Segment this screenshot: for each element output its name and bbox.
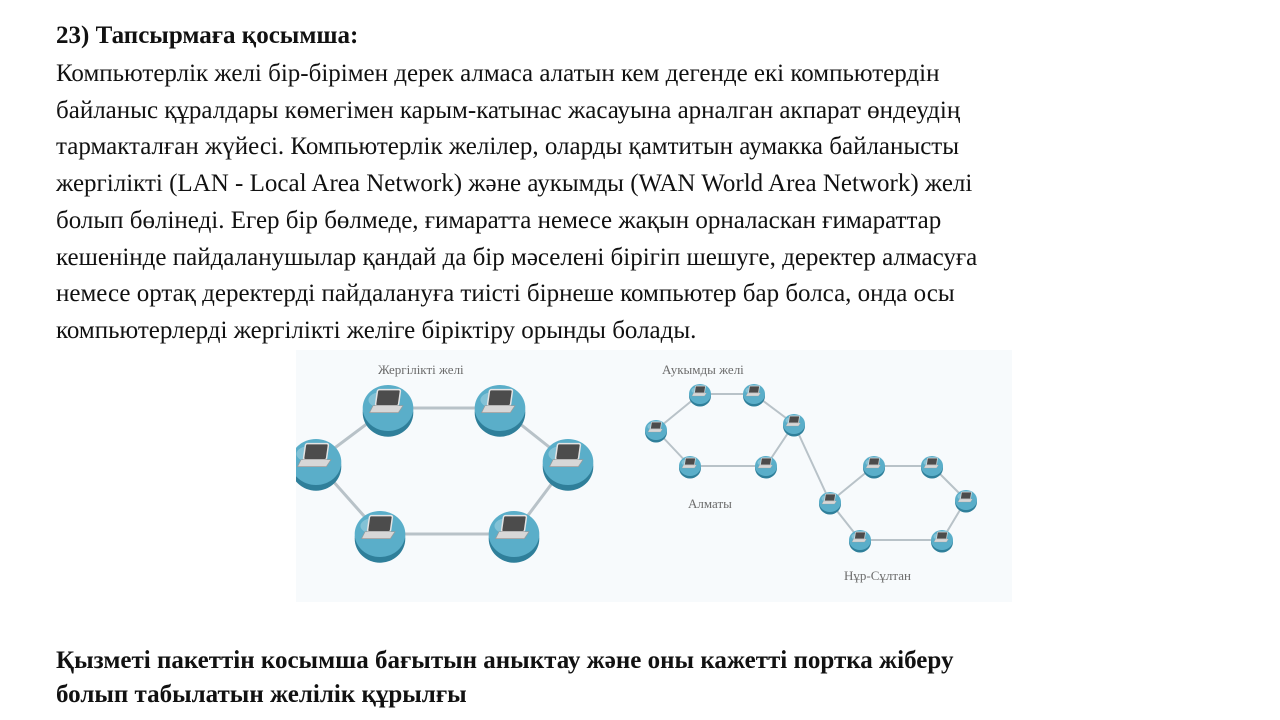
wan-computer-icon	[819, 492, 841, 515]
wan-computer-icon	[645, 420, 667, 443]
paragraph-line: байланыс құралдары көмегімен карым-катын…	[56, 96, 961, 124]
lan-label: Жергілікті желі	[378, 362, 464, 377]
paragraph-line: Компьютерлік желі бір-бірімен дерек алма…	[56, 60, 940, 87]
figure-background	[296, 350, 1012, 602]
paragraph-line: болып бөлінеді. Егер бір бөлмеде, ғимара…	[56, 206, 942, 234]
wan-computer-icon	[755, 456, 777, 479]
lan-computer-icon	[362, 385, 414, 437]
city-label-almaty: Алматы	[688, 496, 732, 511]
wan-label: Аукымды желі	[662, 362, 744, 377]
wan-computer-icon	[689, 384, 711, 407]
wan-computer-icon	[679, 456, 701, 479]
lan-computer-icon	[542, 439, 594, 491]
paragraph-line: кешенінде пайдаланушылар қандай да бір м…	[56, 243, 978, 271]
network-diagram-figure: Жергілікті желі Аукымды желі Алматы Нұр-…	[296, 350, 1012, 602]
question-line: Қызметі пакеттін косымша бағытын аныктау…	[56, 647, 954, 674]
lan-computer-icon	[474, 385, 526, 437]
network-nodes	[296, 384, 977, 563]
city-label-nur-sultan: Нұр-Сұлтан	[844, 568, 911, 583]
wan-computer-icon	[783, 414, 805, 437]
paragraph-line: тармакталған жүйесі. Компьютерлік желіле…	[56, 133, 960, 161]
inter-city-link	[793, 423, 831, 503]
paragraph-line: немесе ортақ деректерді пайдалануға тиіс…	[56, 280, 955, 308]
question-text: Қызметі пакеттін косымша бағытын аныктау…	[56, 644, 1236, 712]
lan-computer-icon	[488, 511, 540, 563]
task-heading: 23) Тапсырмаға қосымша:	[56, 22, 359, 49]
question-line: болып табылатын желілік құрылғы	[56, 681, 467, 708]
paragraph-line: жергілікті (LAN - Local Area Network) жә…	[56, 170, 973, 198]
wan-computer-icon	[743, 384, 765, 407]
body-paragraph: Компьютерлік желі бір-бірімен дерек алма…	[56, 56, 1236, 350]
network-diagram: Жергілікті желі Аукымды желі Алматы Нұр-…	[296, 350, 1012, 602]
wan-computer-icon	[931, 530, 953, 553]
lan-computer-icon	[354, 511, 406, 563]
wan-computer-icon	[849, 530, 871, 553]
wan-computer-icon	[955, 490, 977, 513]
lan-computer-icon	[296, 439, 342, 491]
wan-computer-icon	[921, 456, 943, 479]
paragraph-line: компьютерлерді жергілікті желіге бірікті…	[56, 316, 697, 344]
wan-computer-icon	[863, 456, 885, 479]
